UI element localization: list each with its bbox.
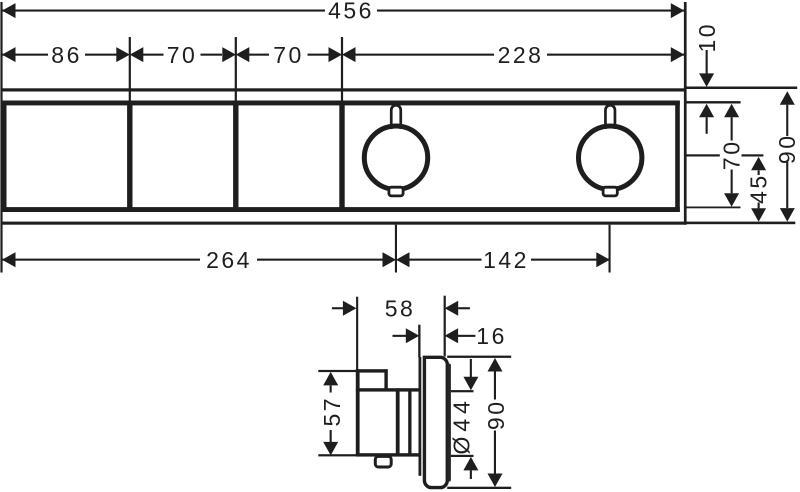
svg-text:70: 70 [273, 42, 304, 68]
svg-text:86: 86 [51, 42, 82, 68]
svg-text:70: 70 [167, 42, 198, 68]
svg-text:456: 456 [328, 0, 374, 24]
svg-text:264: 264 [206, 247, 252, 273]
svg-text:16: 16 [476, 323, 507, 349]
svg-text:57: 57 [319, 396, 345, 427]
svg-text:142: 142 [483, 247, 529, 273]
svg-text:70: 70 [719, 140, 745, 171]
svg-text:58: 58 [385, 296, 416, 322]
svg-text:228: 228 [498, 42, 544, 68]
svg-text:45: 45 [745, 173, 771, 204]
svg-text:Ø44: Ø44 [448, 396, 474, 454]
svg-text:90: 90 [774, 134, 800, 165]
svg-text:10: 10 [694, 22, 720, 53]
svg-text:90: 90 [483, 400, 509, 431]
